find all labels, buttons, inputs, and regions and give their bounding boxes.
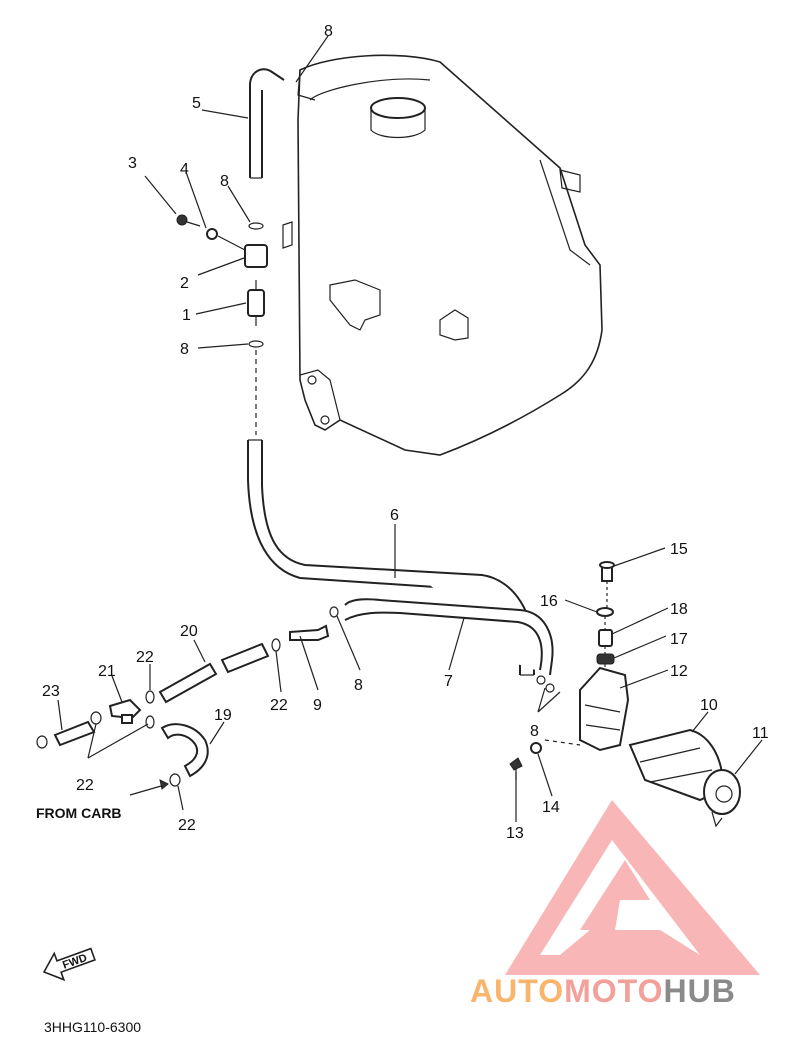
callout-8-top: 8 [324,23,333,40]
clip-22-d [36,735,48,749]
callout-17: 17 [670,631,688,648]
part-3-bolt [176,214,188,226]
callout-23: 23 [42,683,60,700]
part-20-hose-a [158,662,218,704]
clip-22-e [90,711,102,725]
callout-20: 20 [180,623,198,640]
callout-numbers: 1 2 3 4 5 6 7 8 8 8 8 8 9 10 11 12 13 14… [42,23,769,842]
callout-16: 16 [540,593,558,610]
callout-2: 2 [180,275,189,292]
callout-19: 19 [214,707,232,724]
callout-8-joint: 8 [354,677,363,694]
clip-8-joint [329,606,339,618]
part-17-grommet [596,653,615,665]
callout-13: 13 [506,825,524,842]
clip-22-a [271,638,281,652]
leader-lines [57,35,763,822]
callout-14: 14 [542,799,560,816]
fuel-hose-7 [344,598,554,676]
callout-6: 6 [390,507,399,524]
logo-m-shape [580,860,650,930]
clip-22-f [169,773,181,787]
diagram-code: 3HHG110-6300 [44,1019,141,1035]
from-carb-label: FROM CARB [36,805,122,821]
part-9-joint [289,624,330,641]
breather-hose [249,68,285,178]
filler-neck [370,97,426,119]
callout-22-left: 22 [76,777,94,794]
callout-5: 5 [192,95,201,112]
part-21-tee [108,698,142,720]
part-20-hose-b [220,642,270,674]
breather-assembly [176,68,293,435]
callout-8-pump: 8 [530,723,539,740]
callout-4: 4 [180,161,189,178]
callout-11: 11 [752,725,769,742]
watermark-text: AUTOMOTOHUB [470,973,736,1009]
part-14-washer [530,742,542,754]
callout-22-right: 22 [270,697,288,714]
callout-22-top: 22 [136,649,154,666]
tank-tab [439,309,469,341]
callout-7: 7 [444,673,453,690]
callout-10: 10 [700,697,718,714]
fuel-pump-assembly [509,561,741,828]
callout-22-bottom: 22 [178,817,196,834]
callout-9: 9 [313,697,322,714]
fuel-tank [297,54,603,456]
watermark-logo [505,800,760,975]
part-19-hose [160,723,209,778]
part-1-valve [247,289,265,317]
tank-bracket-top [559,169,581,193]
hose-holder [282,221,293,249]
part-11-pump-end [703,769,741,815]
callout-8-breather: 8 [220,173,229,190]
clip-22-b [145,690,155,704]
part-4-washer [206,228,218,240]
callout-15: 15 [670,541,688,558]
part-16-washer [596,607,614,617]
callout-8-mid: 8 [180,341,189,358]
watermark-auto: AUTO [470,973,564,1009]
clip-22-c [145,715,155,729]
logo-base [560,930,700,955]
tank-mount-bracket [329,279,381,331]
clip-8-mid [248,340,264,348]
callout-12: 12 [670,663,688,680]
callout-1: 1 [182,307,191,324]
watermark-hub: HUB [663,973,735,1009]
clip-8-top [248,222,264,230]
part-13-bolt [509,757,523,771]
callout-21: 21 [98,663,116,680]
watermark-moto: MOTO [564,973,663,1009]
callout-3: 3 [128,155,137,172]
part-18-collar [598,629,613,647]
part-2-damper [244,244,268,268]
fwd-arrow: FWD [42,947,96,982]
carb-hose-set [36,606,339,796]
callout-18: 18 [670,601,688,618]
fwd-label: FWD [61,952,89,972]
